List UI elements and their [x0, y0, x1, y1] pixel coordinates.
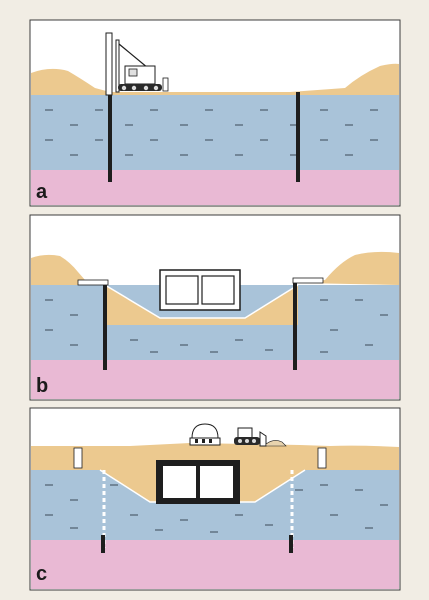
panel-b: b [29, 214, 401, 401]
trench-bed [105, 285, 298, 325]
sheet-pile-wall-left [103, 282, 107, 370]
clay-layer [31, 360, 399, 399]
water-dashes [45, 484, 388, 533]
wall-stub-left [101, 535, 105, 553]
panel-a: a [29, 19, 401, 207]
anchor-right [317, 447, 327, 469]
bulldozer-icon [234, 427, 287, 447]
panel-c: c [29, 407, 401, 591]
pile-driver-rig-icon [105, 32, 169, 96]
sand-bank-right [300, 251, 399, 285]
sand-layer [31, 443, 399, 470]
sheet-pile-wall-right [293, 282, 297, 370]
anchor-right [292, 277, 324, 284]
anchor-left [77, 279, 109, 286]
sand-bank [31, 63, 399, 95]
tunnel-element [156, 460, 240, 504]
wall-stub-right [289, 535, 293, 553]
dome-structure-icon [189, 423, 221, 446]
clay-layer [31, 540, 399, 589]
clay-layer [31, 170, 399, 205]
sheet-pile-wall-left [108, 92, 112, 182]
anchor-left [73, 447, 83, 469]
panel-label-c: c [36, 563, 47, 585]
panel-label-b: b [36, 375, 48, 397]
water-dashes [45, 109, 378, 156]
sand-bank-left [31, 254, 105, 285]
tunnel-element [159, 269, 241, 311]
water-layer [31, 95, 399, 170]
sheet-pile-wall-right [296, 92, 300, 182]
panel-label-a: a [36, 181, 48, 203]
